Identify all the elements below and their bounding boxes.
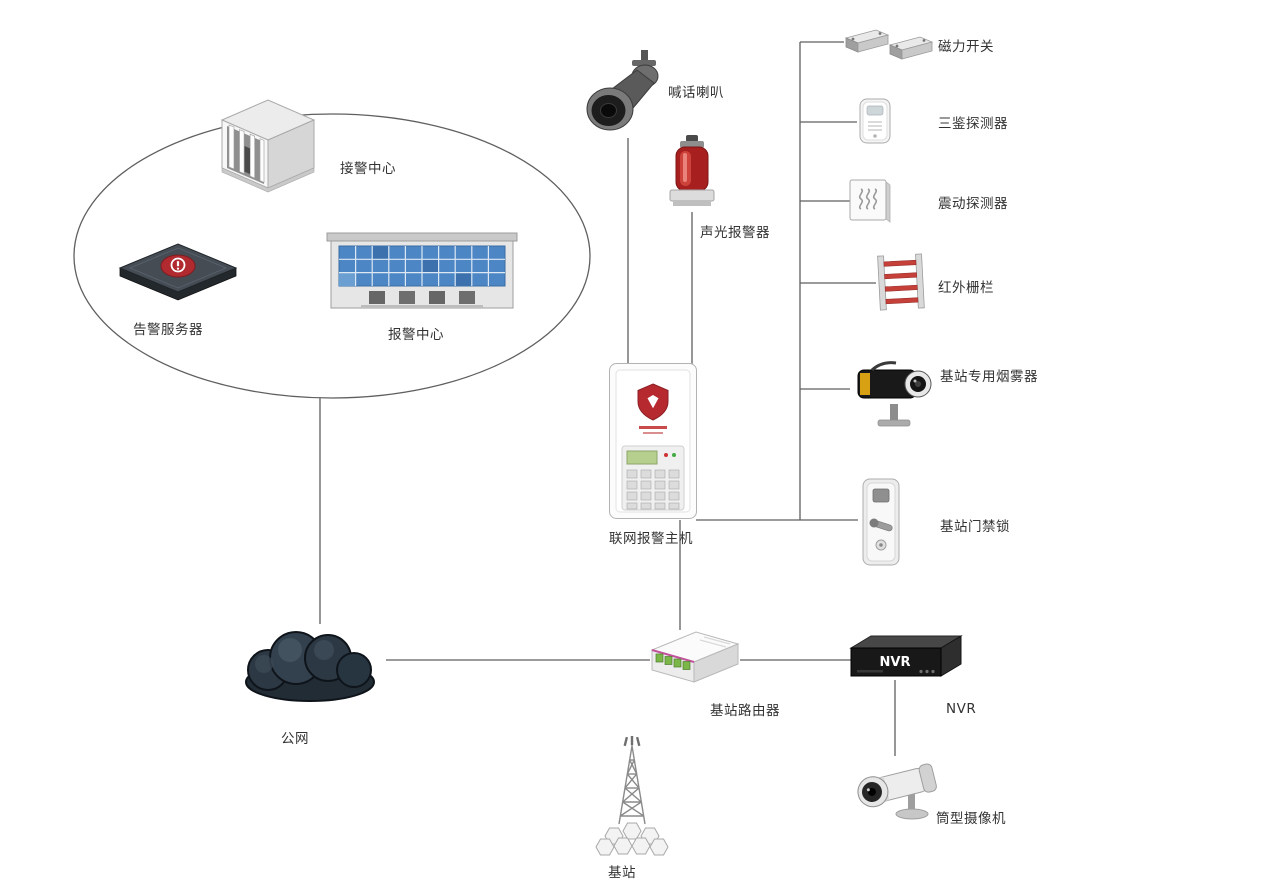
triple-detector-icon bbox=[855, 96, 897, 148]
sound-light-alarm-label: 声光报警器 bbox=[700, 225, 770, 241]
sound-light-alarm-icon bbox=[663, 134, 721, 212]
alarm-host-label: 联网报警主机 bbox=[609, 531, 693, 547]
center-group-ellipse bbox=[73, 113, 591, 399]
alarm-center-label: 报警中心 bbox=[388, 327, 444, 343]
horn-speaker-label: 喊话喇叭 bbox=[668, 85, 724, 101]
nvr-icon: NVR bbox=[843, 626, 965, 690]
receiving-center-label: 接警中心 bbox=[340, 161, 396, 177]
router-label: 基站路由器 bbox=[710, 703, 780, 719]
public-network-label: 公网 bbox=[281, 731, 309, 747]
public-network-cloud-icon bbox=[230, 616, 390, 708]
infrared-fence-label: 红外栅栏 bbox=[938, 280, 994, 296]
base-station-tower-icon bbox=[582, 736, 682, 858]
access-lock-label: 基站门禁锁 bbox=[940, 519, 1010, 535]
magnetic-switch-label: 磁力开关 bbox=[938, 39, 994, 55]
vibration-detector-label: 震动探测器 bbox=[938, 196, 1008, 212]
bullet-camera-icon bbox=[850, 748, 958, 826]
magnetic-switch-icon bbox=[842, 24, 934, 60]
router-icon bbox=[644, 616, 744, 690]
nvr-label: NVR bbox=[946, 701, 977, 717]
infrared-fence-icon bbox=[874, 252, 928, 314]
alarm-server-label: 告警服务器 bbox=[133, 322, 203, 338]
base-station-label: 基站 bbox=[608, 865, 636, 881]
alarm-server-icon bbox=[108, 222, 248, 302]
horn-speaker-icon bbox=[583, 46, 673, 141]
nvr-face-text: NVR bbox=[880, 655, 911, 670]
smoke-detector-label: 基站专用烟雾器 bbox=[940, 369, 1038, 385]
bullet-camera-label: 筒型摄像机 bbox=[936, 811, 1006, 827]
alarm-center-icon bbox=[325, 228, 520, 323]
vibration-detector-icon bbox=[848, 176, 892, 226]
access-lock-icon bbox=[854, 477, 908, 567]
receiving-center-icon bbox=[208, 84, 328, 194]
smoke-detector-icon bbox=[848, 348, 938, 430]
triple-detector-label: 三鉴探测器 bbox=[938, 116, 1008, 132]
alarm-host-icon bbox=[608, 362, 698, 520]
